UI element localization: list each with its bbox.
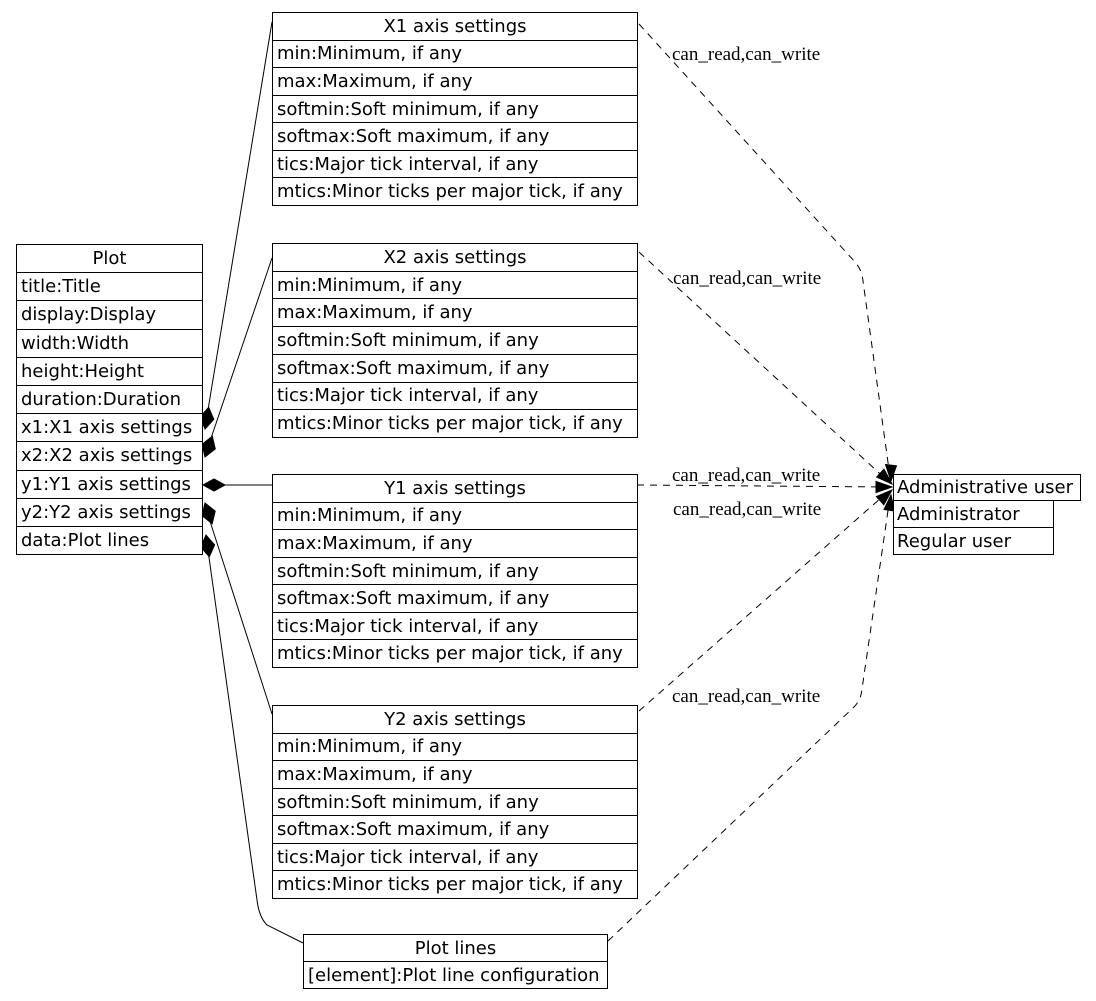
plot-row-display: display:Display [17,300,202,328]
x2-row-max: max:Maximum, if any [273,298,637,326]
node-x2-title: X2 axis settings [383,246,527,268]
y2-row-min: min:Minimum, if any [273,732,637,761]
plot-row-x1: x1:X1 axis settings [17,413,202,441]
node-y1-title: Y1 axis settings [384,477,526,499]
edge-plotlines-admin [607,496,891,942]
x1-row-mtics: mtics:Minor ticks per major tick, if any [273,177,637,205]
node-plot-lines: Plot lines [element]:Plot line configura… [303,934,608,989]
y1-row-tics: tics:Major tick interval, if any [273,611,637,640]
node-y2-title: Y2 axis settings [384,708,526,730]
plot-row-duration: duration:Duration [17,384,202,413]
y1-row-mtics: mtics:Minor ticks per major tick, if any [273,639,637,667]
y1-row-max: max:Maximum, if any [273,529,637,557]
node-x1-axis-settings: X1 axis settings min:Minimum, if any max… [272,12,638,206]
node-plot: Plot title:Title display:Display width:W… [16,244,203,555]
node-y2-axis-settings: Y2 axis settings min:Minimum, if any max… [272,705,638,899]
y2-row-tics: tics:Major tick interval, if any [273,842,637,871]
composition-diamond-icon [201,502,216,525]
x2-row-mtics: mtics:Minor ticks per major tick, if any [273,409,637,437]
edge-plot-x2 [204,257,273,457]
y1-row-softmin: softmin:Soft minimum, if any [273,556,637,585]
node-regular-user: Regular user [893,527,1054,555]
y2-row-softmin: softmin:Soft minimum, if any [273,787,637,816]
node-y1-axis-settings: Y1 axis settings min:Minimum, if any max… [272,474,638,668]
edge-x1-admin [638,23,891,478]
administrator-label: Administrator [897,503,1020,525]
plot-row-x2: x2:X2 axis settings [17,441,202,469]
node-plot-title: Plot [92,248,127,270]
composition-diamond-icon [201,435,216,458]
regular-user-label: Regular user [897,530,1012,552]
x2-row-tics: tics:Major tick interval, if any [273,381,637,410]
edge-label-x2-permissions: can_read,can_write [673,268,822,289]
x1-row-softmax: softmax:Soft maximum, if any [273,122,637,150]
plot-row-y2: y2:Y2 axis settings [17,497,202,526]
x1-row-softmin: softmin:Soft minimum, if any [273,94,637,123]
plot-row-width: width:Width [17,328,202,357]
x2-row-min: min:Minimum, if any [273,270,637,299]
x1-row-min: min:Minimum, if any [273,39,637,68]
node-plot-lines-title: Plot lines [414,937,497,959]
plot-row-data: data:Plot lines [17,525,202,554]
node-x1-title: X1 axis settings [383,15,527,37]
x1-row-max: max:Maximum, if any [273,67,637,95]
x1-row-tics: tics:Major tick interval, if any [273,149,637,178]
x2-row-softmin: softmin:Soft minimum, if any [273,326,637,354]
x2-row-softmax: softmax:Soft maximum, if any [273,353,637,382]
y2-row-mtics: mtics:Minor ticks per major tick, if any [273,870,637,898]
edge-label-x1-permissions: can_read,can_write [672,44,821,65]
plot-lines-row-element: [element]:Plot line configuration [304,961,607,988]
plot-row-height: height:Height [17,356,202,385]
administrative-user-label: Administrative user [897,477,1074,498]
node-administrator: Administrator [893,500,1054,528]
y1-row-min: min:Minimum, if any [273,501,637,530]
edge-label-plotlines-permissions: can_read,can_write [672,686,821,707]
node-administrative-user: Administrative user [893,474,1081,501]
y2-row-max: max:Maximum, if any [273,760,637,788]
dependency-arrowhead-icon [875,480,894,494]
edge-label-y2-permissions: can_read,can_write [673,499,822,520]
dependency-arrowhead-icon [875,468,894,486]
edge-plot-x1 [204,21,273,429]
y1-row-softmax: softmax:Soft maximum, if any [273,584,637,612]
edge-plot-y2 [207,514,273,715]
node-x2-axis-settings: X2 axis settings min:Minimum, if any max… [272,243,638,438]
plot-row-title: title:Title [17,272,202,300]
dependency-arrowhead-icon [875,488,894,506]
y2-row-softmax: softmax:Soft maximum, if any [273,815,637,843]
plot-row-y1: y1:Y1 axis settings [17,469,202,498]
edge-y2-admin [638,489,891,712]
composition-diamond-icon [201,478,227,492]
edge-label-y1-permissions: can_read,can_write [672,465,821,486]
